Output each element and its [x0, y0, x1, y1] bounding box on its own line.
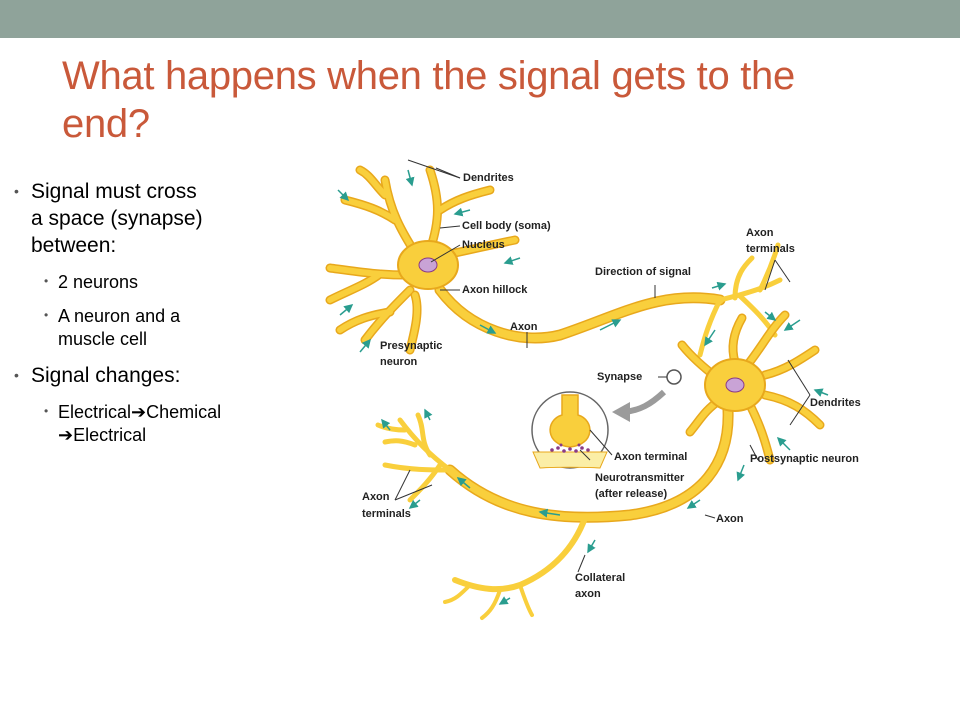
- label-cell-body: Cell body (soma): [462, 220, 551, 232]
- neurotransmitter-dots: [550, 443, 590, 453]
- signal-direction-arrows: [337, 169, 829, 605]
- label-axon-terminals-left-line2: terminals: [362, 508, 411, 520]
- sub-bullet-list-between: • 2 neurons • A neuron and a muscle cell: [14, 271, 314, 351]
- postsynaptic-nucleus: [725, 377, 745, 393]
- zoom-terminal-bulb: [549, 394, 591, 448]
- sub-bullet-two-neurons: • 2 neurons: [14, 271, 314, 294]
- sub-bullet-text: Electrical: [58, 402, 132, 422]
- postsynaptic-neuron: [375, 310, 825, 620]
- bullet-dot: •: [44, 308, 49, 322]
- bullet-list: • Signal must cross a space (synapse) be…: [14, 178, 314, 458]
- bullet-text-1: Signal must cross: [31, 180, 197, 203]
- postsynaptic-axon-inner: [446, 406, 733, 522]
- bullet-signal-changes: • Signal changes:: [14, 362, 314, 389]
- bullet-text: Signal changes:: [31, 364, 181, 387]
- label-presynaptic-line1: Presynaptic: [380, 340, 442, 352]
- bullet-dot: •: [44, 404, 49, 418]
- bullet-text-2: a space (synapse): [31, 207, 203, 230]
- label-collateral-line1: Collateral: [575, 572, 625, 584]
- bullet-dot: •: [14, 367, 19, 383]
- sub-bullet-list-changes: • Electrical➔Chemical ➔Electrical: [14, 401, 314, 447]
- sub-bullet-text: A neuron and a: [58, 306, 181, 326]
- presynaptic-axon-terminals: [697, 242, 783, 358]
- label-neurotransmitter-line1: Neurotransmitter: [595, 472, 685, 484]
- label-direction-of-signal: Direction of signal: [595, 266, 691, 278]
- label-collateral-line2: axon: [575, 588, 601, 600]
- label-postsynaptic-neuron: Postsynaptic neuron: [750, 453, 859, 465]
- label-axon-hillock: Axon hillock: [462, 284, 528, 296]
- sub-bullet-text: Chemical: [146, 402, 222, 422]
- bullet-signal-cross: • Signal must cross a space (synapse) be…: [14, 178, 314, 259]
- label-axon-bottom: Axon: [716, 513, 744, 525]
- presynaptic-axon-inner: [436, 286, 724, 342]
- bullet-dot: •: [44, 274, 49, 288]
- synapse-zoom-inset: [531, 391, 609, 469]
- slide-title-line1: What happens when the signal gets to the: [62, 54, 795, 98]
- leader-lines: [394, 159, 811, 573]
- sub-bullet-text: 2 neurons: [58, 272, 139, 292]
- neuron-synapse-diagram: Dendrites Cell body (soma) Nucleus Axon …: [325, 159, 861, 620]
- bullet-text-3: between:: [31, 234, 117, 257]
- label-axon-terminals-right-line2: terminals: [746, 243, 795, 255]
- label-presynaptic-line2: neuron: [380, 356, 418, 368]
- zoom-pointer-arrowhead: [612, 402, 630, 422]
- label-axon-terminals-right-line1: Axon: [746, 227, 774, 239]
- zoom-pointer-arrow: [624, 389, 667, 415]
- slide-title-line2: end?: [62, 102, 150, 146]
- right-arrow-icon: ➔: [58, 425, 74, 445]
- label-neurotransmitter-line2: (after release): [595, 488, 667, 500]
- top-accent-bar: [0, 0, 960, 38]
- collateral-terminals: [443, 583, 534, 620]
- bullet-dot: •: [14, 183, 19, 199]
- label-axon-terminal: Axon terminal: [614, 451, 687, 463]
- label-axon-terminals-left-line1: Axon: [362, 491, 390, 503]
- zoom-postsynaptic-membrane: [532, 451, 608, 469]
- sub-bullet-electrical-chemical: • Electrical➔Chemical ➔Electrical: [14, 401, 314, 447]
- sub-bullet-neuron-muscle: • A neuron and a muscle cell: [14, 305, 314, 351]
- presynaptic-neuron: [325, 165, 783, 358]
- label-axon-top: Axon: [510, 321, 538, 333]
- label-synapse: Synapse: [597, 371, 642, 383]
- synapse-marker: [666, 369, 682, 385]
- label-nucleus: Nucleus: [462, 239, 505, 251]
- collateral-axon-branch: [452, 515, 588, 593]
- label-dendrites-top: Dendrites: [463, 172, 514, 184]
- label-dendrites-right: Dendrites: [810, 397, 861, 409]
- sub-bullet-text: Electrical: [73, 425, 147, 445]
- postsynaptic-axon-terminals: [375, 412, 453, 503]
- right-arrow-icon: ➔: [131, 402, 147, 422]
- sub-bullet-text: muscle cell: [58, 329, 148, 349]
- slide-title: What happens when the signal gets to the…: [62, 52, 922, 148]
